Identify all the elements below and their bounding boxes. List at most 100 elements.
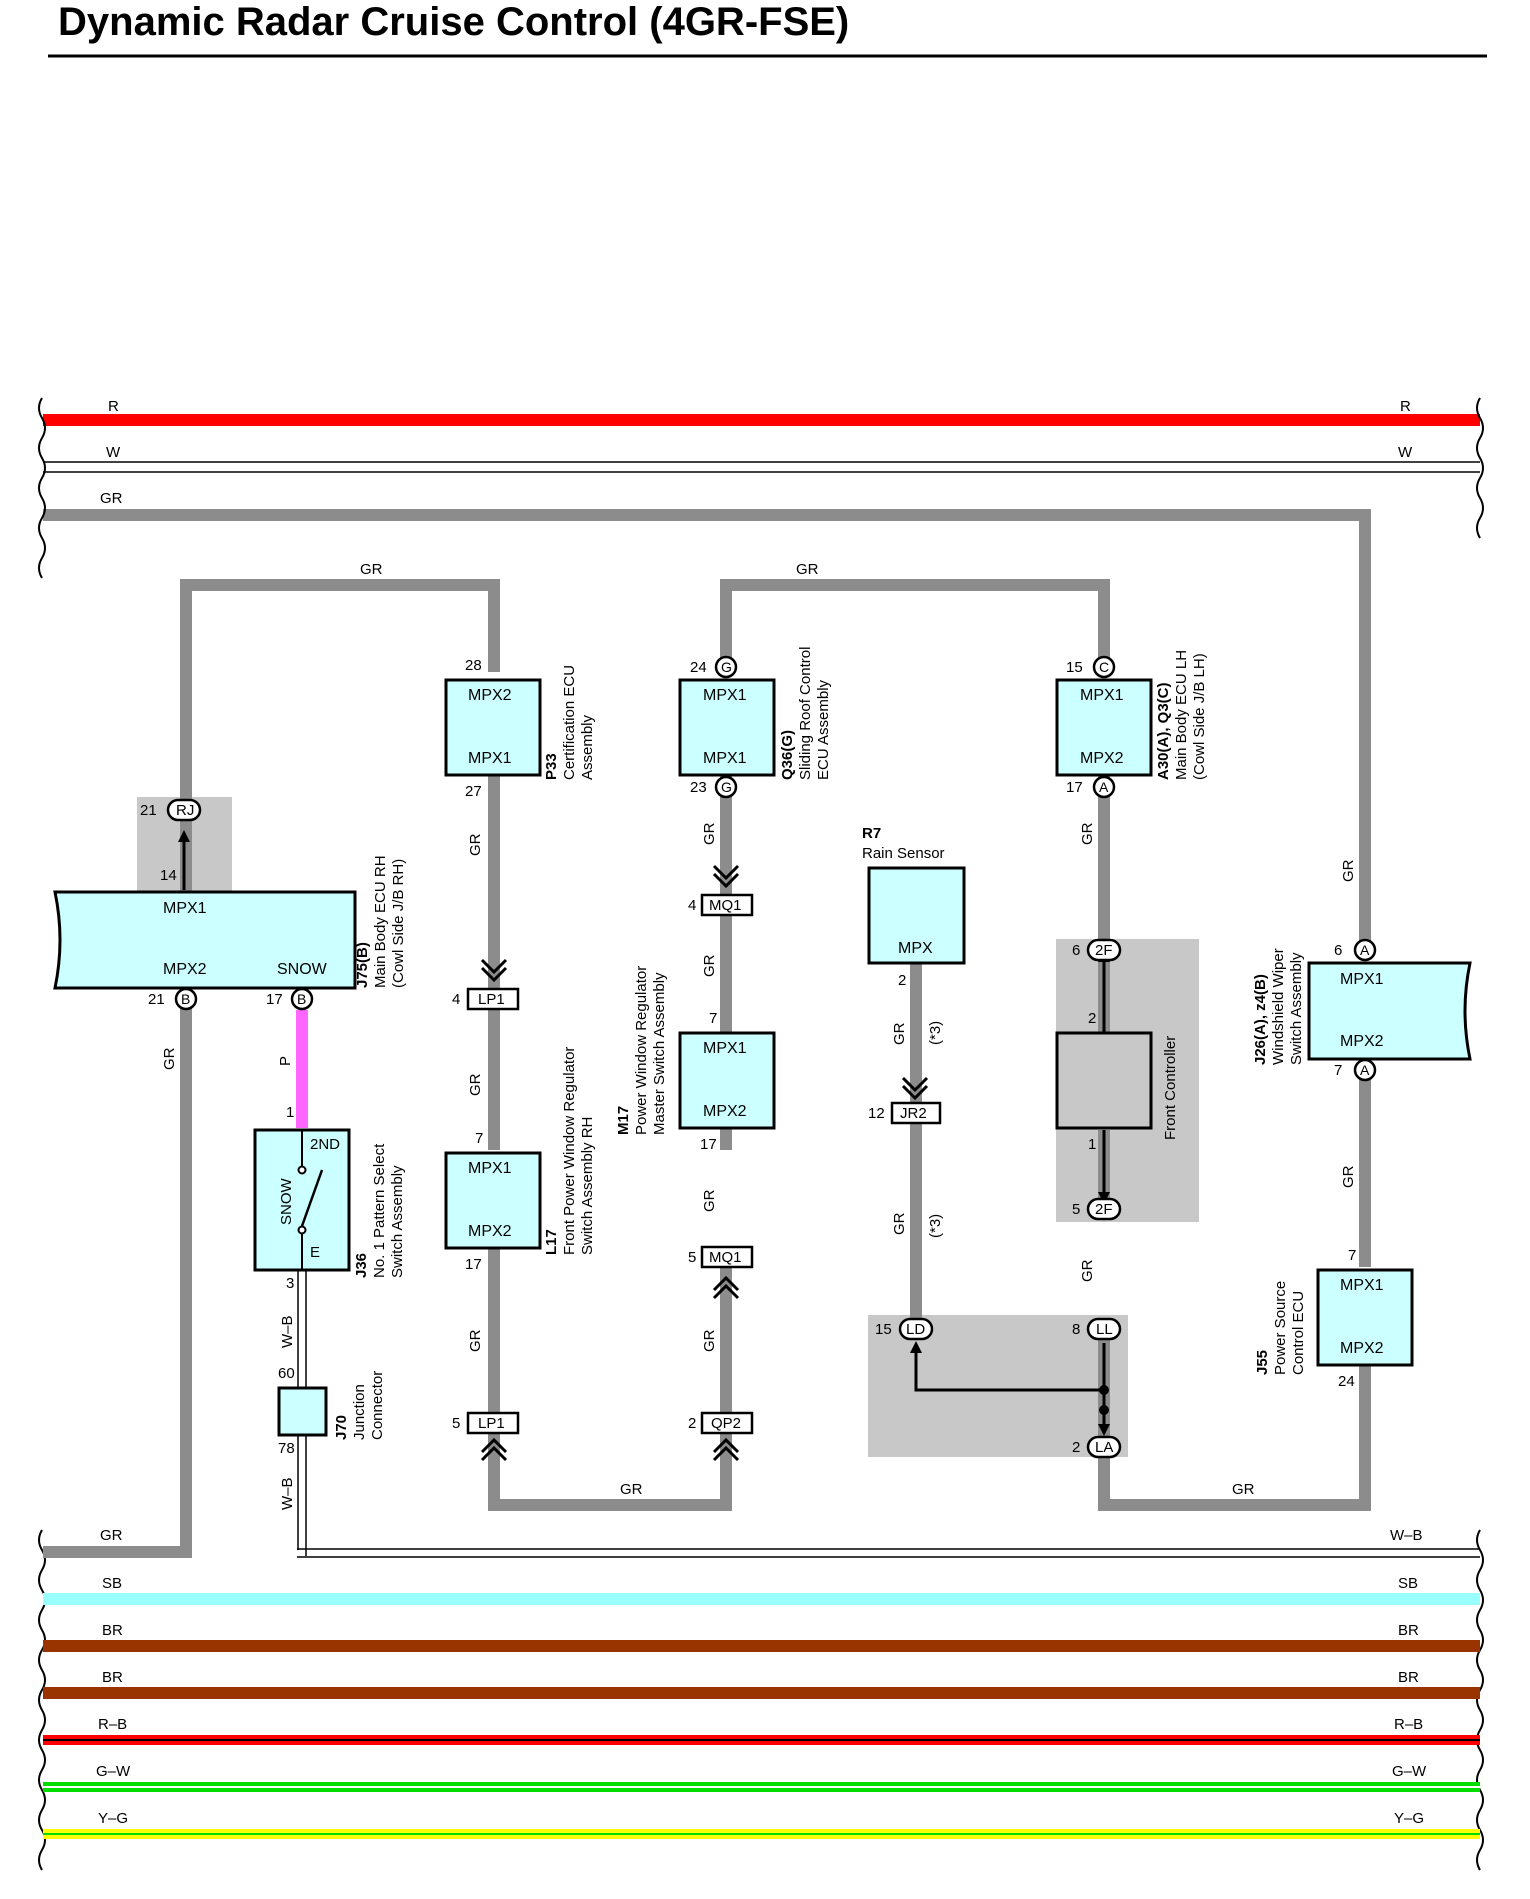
l17-mpx1: MPX1 — [468, 1160, 512, 1177]
fc-name: Front Controller — [1162, 1036, 1179, 1140]
m17-name1: Power Window Regulator — [633, 966, 650, 1135]
j26-a2: A — [1360, 1062, 1370, 1078]
la-label: LA — [1095, 1439, 1113, 1456]
q36-g2: G — [721, 779, 732, 795]
j75-name2: (Cowl Side J/B RH) — [390, 859, 407, 988]
j36-name1: No. 1 Pattern Select — [371, 1143, 388, 1278]
bus-gw-label-left: G–W — [96, 1763, 131, 1780]
j36-pin-1: 1 — [286, 1104, 294, 1121]
bus-r-label-right: R — [1400, 398, 1411, 415]
component-p33: MPX2 MPX1 28 27 P33 Certification ECU As… — [444, 657, 596, 800]
bus-labels: R R W W GR GR W–B SB SB BR BR BR BR R–B … — [96, 398, 1427, 1827]
j36-pin-3: 3 — [286, 1275, 294, 1292]
a30-pin-15: 15 — [1066, 659, 1083, 676]
bus-gw-label-right: G–W — [1392, 1763, 1427, 1780]
bus-br2-label-right: BR — [1398, 1669, 1419, 1686]
j70-pin-78: 78 — [278, 1440, 295, 1457]
wl-gr-2: GR — [796, 561, 819, 578]
ld-label: LD — [906, 1321, 925, 1338]
f2b-pin: 5 — [1072, 1201, 1080, 1218]
j70-name2: Connector — [369, 1371, 386, 1440]
m17-pin-7: 7 — [709, 1010, 717, 1027]
la-pin: 2 — [1072, 1439, 1080, 1456]
rj-label: RJ — [176, 802, 194, 819]
f2a-pin: 6 — [1072, 942, 1080, 959]
q36-pin-23: 23 — [690, 779, 707, 796]
wl-gr-4: GR — [1232, 1481, 1255, 1498]
q36-mpx1-top: MPX1 — [703, 687, 747, 704]
a30-id: A30(A), Q3(C) — [1155, 682, 1172, 780]
bus-br2-label-left: BR — [102, 1669, 123, 1686]
lp1a-label: LP1 — [478, 991, 505, 1008]
switch-contact-top — [297, 1165, 307, 1175]
a30-mpx2: MPX2 — [1080, 750, 1124, 767]
jr2-pin: 12 — [868, 1105, 885, 1122]
component-j55: MPX1 MPX2 7 24 J55 Power Source Control … — [1254, 1247, 1414, 1390]
wl-note3-1: (*3) — [927, 1021, 944, 1045]
mq1a-label: MQ1 — [709, 897, 742, 914]
m17-pin-17: 17 — [700, 1136, 717, 1153]
bus-br1-label-right: BR — [1398, 1622, 1419, 1639]
component-r7: R7 Rain Sensor MPX 2 — [862, 825, 966, 989]
j75-name1: Main Body ECU RH — [372, 855, 389, 988]
a30-pin-17: 17 — [1066, 779, 1083, 796]
break-marks — [38, 397, 1484, 1871]
component-q36: MPX1 MPX1 24 G 23 G Q36(G) Sliding Roof … — [678, 647, 832, 799]
j36-id: J36 — [353, 1253, 370, 1278]
mq1a-pin: 4 — [688, 897, 696, 914]
p33-pin-27: 27 — [465, 783, 482, 800]
wl-gr-11: GR — [701, 1329, 718, 1352]
switch-lever — [300, 1169, 324, 1227]
wl-wb-1: W–B — [279, 1315, 296, 1348]
bus-r-label-left: R — [108, 398, 119, 415]
p33-id: P33 — [543, 753, 560, 780]
j75-mpx1: MPX1 — [163, 900, 207, 917]
r7-id: R7 — [862, 825, 881, 842]
m17-mpx1: MPX1 — [703, 1040, 747, 1057]
wl-gr-16: GR — [161, 1047, 178, 1070]
component-j75: MPX1 MPX2 SNOW 21 RJ 14 21 B 17 B J75(B)… — [53, 798, 407, 1011]
l17-pin-7: 7 — [475, 1130, 483, 1147]
component-j26: MPX1 MPX2 6 A 7 A J26(A), z4(B) Windshie… — [1252, 938, 1472, 1082]
wl-note3-2: (*3) — [927, 1214, 944, 1238]
component-l17: MPX1 MPX2 7 17 L17 Front Power Window Re… — [444, 1047, 596, 1273]
j36-e: E — [310, 1244, 320, 1261]
j75-snow: SNOW — [277, 961, 328, 978]
qp2-label: QP2 — [711, 1415, 741, 1432]
j55-mpx1: MPX1 — [1340, 1277, 1384, 1294]
wl-wb-2: W–B — [279, 1477, 296, 1510]
bottom-buses — [43, 579, 1480, 1839]
l17-mpx2: MPX2 — [468, 1223, 512, 1240]
j26-mpx2: MPX2 — [1340, 1033, 1384, 1050]
l17-name1: Front Power Window Regulator — [561, 1047, 578, 1255]
lp1b-pin: 5 — [452, 1415, 460, 1432]
j70-pin-60: 60 — [278, 1365, 295, 1382]
j26-mpx1: MPX1 — [1340, 971, 1384, 988]
junction-dots — [1099, 1385, 1109, 1415]
wl-gr-12: GR — [1079, 822, 1096, 845]
f2a-label: 2F — [1095, 942, 1113, 959]
bus-gr-top — [43, 509, 1371, 947]
bus-gr-label-left: GR — [100, 490, 123, 507]
j26-name1: Windshield Wiper — [1270, 948, 1287, 1065]
j36-name2: Switch Assembly — [389, 1165, 406, 1278]
pin-21-b: 21 — [148, 991, 165, 1008]
j55-id: J55 — [1254, 1350, 1271, 1375]
b-label-2: B — [297, 991, 306, 1007]
wl-gr-18: GR — [891, 1212, 908, 1235]
j26-a1: A — [1360, 942, 1370, 958]
j26-pin-6: 6 — [1334, 942, 1342, 959]
switch-contact-bottom — [297, 1225, 307, 1235]
q36-g1: G — [721, 659, 732, 675]
lp1b-label: LP1 — [478, 1415, 505, 1432]
j70-id: J70 — [333, 1415, 350, 1440]
j26-pin-7: 7 — [1334, 1062, 1342, 1079]
fc-pin-2: 2 — [1088, 1010, 1096, 1027]
wl-gr-13: GR — [1079, 1259, 1096, 1282]
component-j36: 2ND E SNOW 1 3 J36 No. 1 Pattern Select … — [253, 1104, 406, 1292]
fc-pin-1: 1 — [1088, 1136, 1096, 1153]
mq1b-label: MQ1 — [709, 1249, 742, 1266]
r7-mpx: MPX — [898, 940, 933, 957]
j26-name2: Switch Assembly — [1288, 952, 1305, 1065]
